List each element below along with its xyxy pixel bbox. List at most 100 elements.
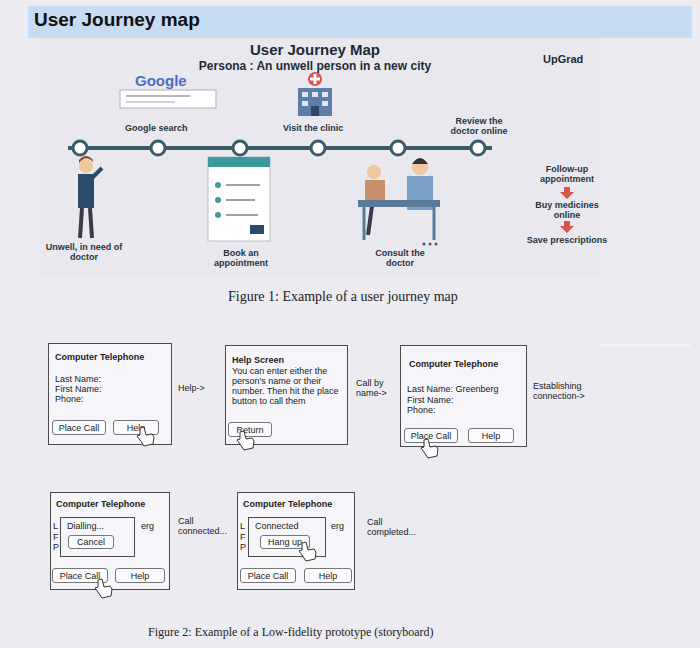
hospital-sign: [308, 72, 322, 86]
step-label: Book an appointment: [205, 248, 277, 268]
step-label: Google search: [125, 123, 188, 133]
hand-cursor: [95, 579, 112, 598]
person-arm: [92, 168, 102, 178]
app-dot: [215, 212, 221, 218]
hand-cursor: [137, 427, 154, 446]
desk: [358, 200, 440, 207]
divider: [600, 345, 690, 346]
button-label: Help: [482, 431, 501, 441]
app-dot: [215, 182, 221, 188]
step-label: Follow-up appointment: [518, 164, 616, 184]
persona-label: Persona : An unwell person in a new city: [150, 59, 480, 73]
ui-button: Cancel: [68, 535, 114, 549]
hospital-building: [298, 88, 332, 116]
hand-cursor: [237, 431, 254, 450]
timeline: [68, 146, 492, 150]
field-text: Dialling...: [67, 521, 104, 531]
window-title: Computer Telephone: [55, 352, 144, 362]
field-text: P: [53, 542, 59, 552]
person-leg: [90, 208, 92, 238]
hand-shape: [299, 542, 316, 561]
window-title: Computer Telephone: [56, 499, 145, 509]
person-head: [79, 159, 93, 173]
app-window: Computer TelephoneLFPergConnectedHang up…: [237, 492, 355, 590]
button-label: Place Call: [411, 431, 452, 441]
field-text: You can enter either the person's name o…: [232, 366, 344, 406]
transition-note: Call completed...: [367, 517, 419, 537]
field-text: Connected: [255, 521, 299, 531]
ui-button: Place Call: [52, 568, 108, 583]
timeline-dot: [73, 141, 87, 155]
window-icon: [302, 101, 308, 106]
app-line: [226, 184, 260, 186]
step-label: Unwell, in need of doctor: [42, 242, 126, 262]
ui-button: Return: [228, 422, 272, 437]
window-title: Computer Telephone: [409, 359, 498, 369]
person-leg: [80, 208, 82, 238]
button-label: Place Call: [60, 571, 101, 581]
app-window: Computer TelephoneLast Name: GreenbergFi…: [400, 345, 527, 447]
figure-caption: Figure 2: Example of a Low-fidelity prot…: [148, 625, 434, 640]
ui-button: Hang up: [260, 535, 310, 549]
cross: [310, 78, 320, 81]
transition-note: Help->: [178, 383, 205, 393]
timeline-dot: [151, 141, 165, 155]
window-icon: [302, 92, 308, 97]
door-icon: [311, 106, 319, 116]
patient-leg: [368, 206, 372, 235]
timeline-dot: [311, 141, 325, 155]
app-window: Computer TelephoneLFPergDialling...Cance…: [50, 492, 170, 590]
window-icon: [322, 92, 328, 97]
ui-button: Help: [115, 568, 165, 583]
title-band: [28, 6, 692, 38]
hand-shape: [95, 579, 112, 598]
status-dialog: Dialling... Cancel: [60, 517, 135, 557]
brand-label: UpGrad: [543, 53, 583, 65]
search-box: [120, 90, 216, 108]
app-line: [226, 214, 258, 216]
step-label: Review the doctor online: [443, 116, 515, 136]
field-text: Last Name:: [55, 374, 101, 384]
field-text: P: [240, 542, 246, 552]
hand-cursor: [299, 542, 316, 561]
ui-button: Help: [113, 420, 159, 435]
ui-button: Place Call: [240, 568, 296, 583]
field-text: F: [240, 532, 246, 542]
ui-button: Place Call: [404, 428, 458, 443]
hand-shape: [421, 439, 438, 458]
doctor-hair: [412, 158, 428, 164]
down-arrow: [560, 187, 574, 199]
app-bar: [208, 157, 270, 167]
ui-button: Place Call: [52, 420, 106, 435]
ui-button: Help: [468, 428, 514, 443]
figure-caption: Figure 1: Example of a user journey map: [228, 289, 458, 305]
step-label: Visit the clinic: [283, 123, 343, 133]
field-text: F: [53, 532, 59, 542]
dot: [429, 243, 432, 246]
step-label: Save prescriptions: [522, 235, 612, 245]
field-text: Phone:: [407, 405, 436, 415]
doctor-head: [412, 159, 428, 175]
app-window: Computer TelephoneLast Name:First Name:P…: [48, 343, 172, 445]
field-text: L: [53, 521, 58, 531]
ui-button: Help: [304, 568, 352, 583]
field-text: L: [240, 521, 245, 531]
field-text: First Name:: [407, 395, 454, 405]
status-dialog: ConnectedHang up: [248, 517, 326, 557]
desk-leg: [363, 207, 366, 240]
patient-head: [367, 165, 381, 179]
step-label: Buy medicines online: [522, 200, 612, 220]
person-hair: [79, 156, 93, 163]
desk-leg: [433, 207, 436, 240]
person-body: [78, 174, 94, 208]
app-screen: [208, 157, 270, 241]
transition-note: Call by name->: [356, 378, 396, 398]
field-text: erg: [331, 521, 344, 531]
title-host: User Journey map: [34, 9, 200, 31]
search-line: [126, 95, 190, 97]
app-button: [250, 225, 264, 234]
help-window: Help ScreenYou can enter either the pers…: [225, 345, 348, 445]
journey-panel: [40, 38, 600, 278]
